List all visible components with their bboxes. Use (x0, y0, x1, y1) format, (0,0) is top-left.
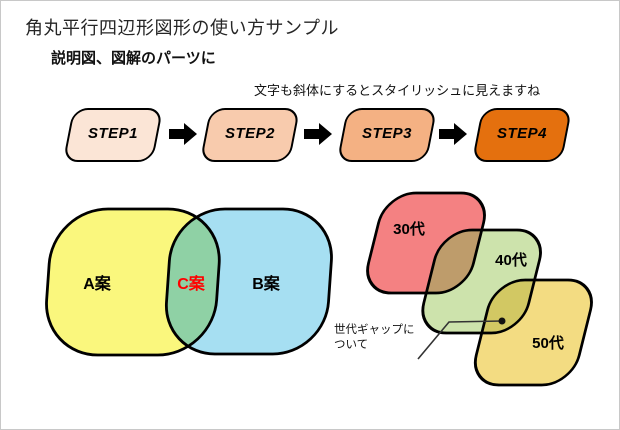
page-title: 角丸平行四辺形図形の使い方サンプル (25, 18, 339, 38)
callout-leader-line (417, 320, 503, 360)
arrow-right-icon (169, 123, 197, 145)
step1-label: STEP1 (87, 125, 139, 142)
gen-50s-label: 50代 (532, 335, 564, 352)
step3-label: STEP3 (361, 125, 413, 142)
venn-overlap-label: C案 (177, 276, 205, 293)
callout-text: 世代ギャップに ついて (334, 323, 444, 353)
step2-label: STEP2 (224, 125, 276, 142)
gen-30s-label: 30代 (393, 221, 425, 238)
venn-right-label: B案 (252, 276, 280, 293)
callout-text-line2: ついて (334, 338, 369, 351)
arrow-right-icon (439, 123, 467, 145)
callout-dot (498, 317, 506, 325)
venn-left-label: A案 (83, 276, 111, 293)
step4-label: STEP4 (496, 125, 548, 142)
subtitle: 説明図、図解のパーツに (51, 50, 216, 67)
italic-note: 文字も斜体にするとスタイリッシュに見えますね (254, 83, 541, 98)
callout-text-line1: 世代ギャップに (334, 324, 415, 336)
arrow-right-icon (304, 123, 332, 145)
gen-40s-label: 40代 (495, 252, 527, 269)
